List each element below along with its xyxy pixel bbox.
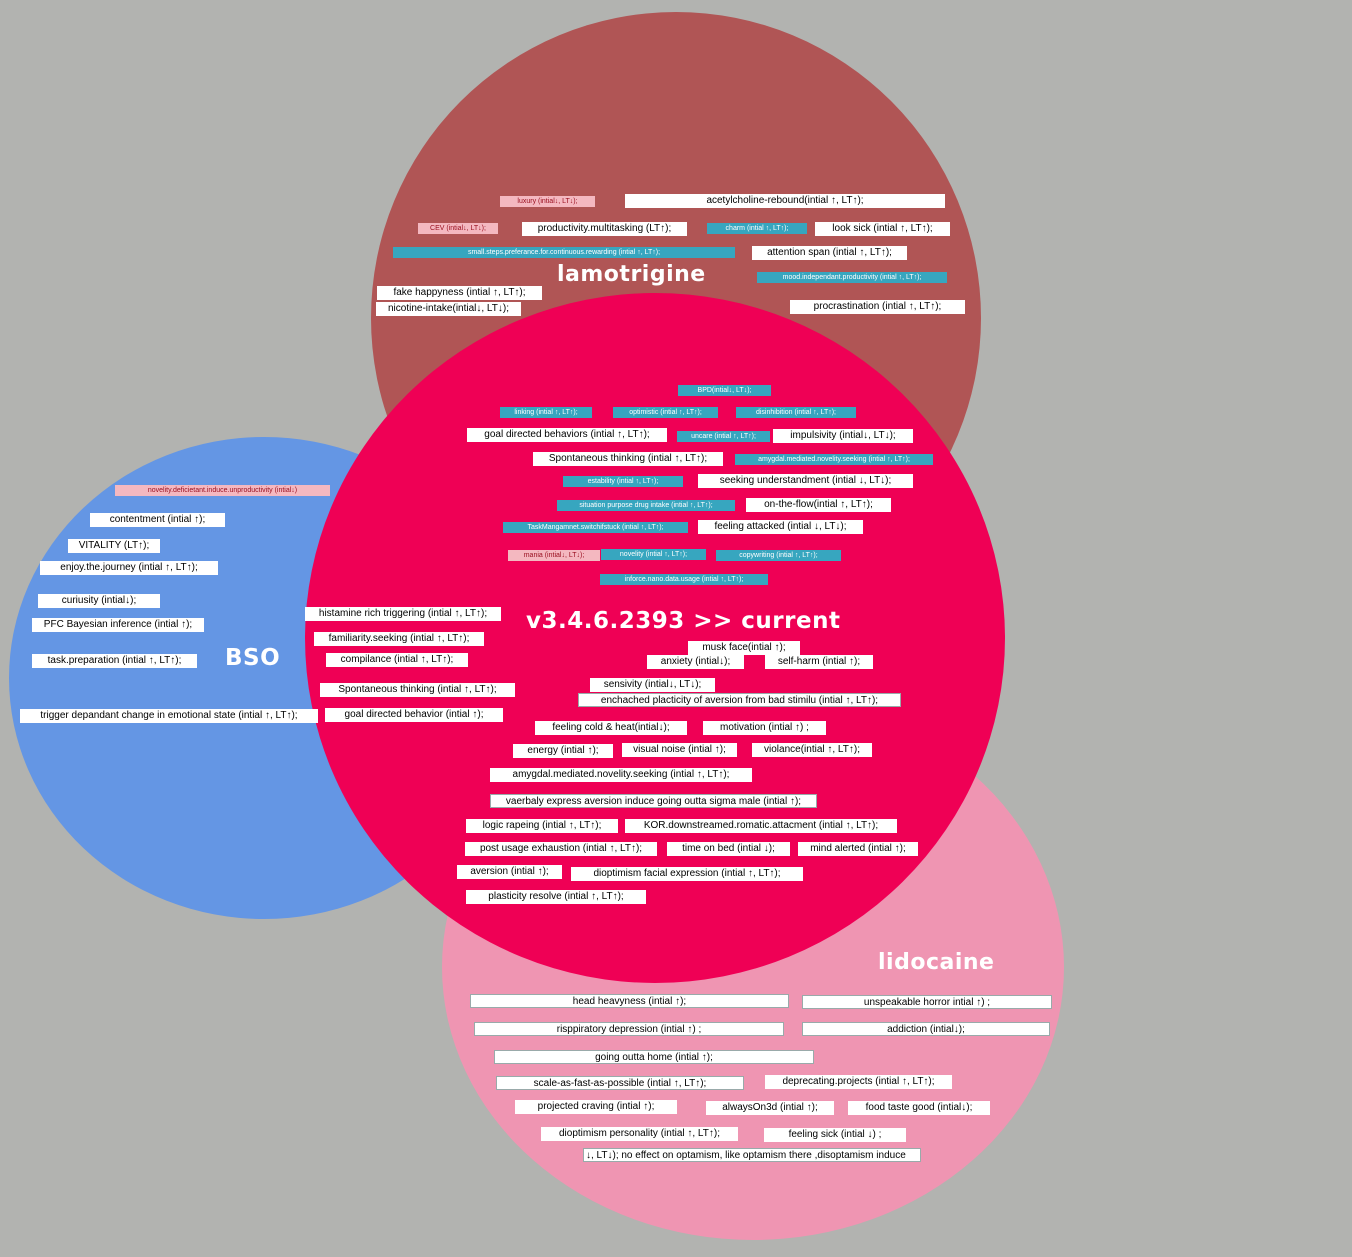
current-disinhibition-label: disinhibition (intial ↑, LT↑); — [736, 407, 856, 418]
current-goal-directed-label: goal directed behaviors (intial ↑, LT↑); — [467, 428, 667, 442]
current-familiarity-label: familiarity.seeking (intial ↑, LT↑); — [314, 632, 484, 646]
current-time-on-bed-label: time on bed (intial ↓); — [667, 842, 790, 856]
current-aversion-label: aversion (intial ↑); — [457, 865, 562, 879]
lidocaine-unspeakable-label: unspeakable horror intial ↑) ; — [802, 995, 1052, 1009]
current-situation-label: situation purpose drug intake (intial ↑,… — [557, 500, 735, 511]
current-mind-alerted-label: mind alerted (intial ↑); — [798, 842, 918, 856]
current-feeling-attacked-label: feeling attacked (intial ↓, LT↓); — [698, 520, 863, 534]
current-compilance-label: compilance (intial ↑, LT↑); — [326, 653, 468, 667]
current-post-usage-label: post usage exhaustion (intial ↑, LT↑); — [465, 842, 657, 856]
current-violance-label: violance(intial ↑, LT↑); — [752, 743, 872, 757]
current-copywriting-label: copywriting (intial ↑, LT↑); — [716, 550, 841, 561]
current-optimistic-label: optimistic (intial ↑, LT↑); — [613, 407, 718, 418]
lamotrigine-look-sick-label: look sick (intial ↑, LT↑); — [815, 222, 950, 236]
current-anxiety-label: anxiety (intial↓); — [647, 655, 744, 669]
current-goal-directed-behavior-label: goal directed behavior (intial ↑); — [325, 708, 503, 722]
bso-contentment-label: contentment (intial ↑); — [90, 513, 225, 527]
current-seeking-understandment-label: seeking understandment (intial ↓, LT↓); — [698, 474, 913, 488]
lamotrigine-small-steps-label: small.steps.preferance.for.continuous.re… — [393, 247, 735, 258]
current-spontaneous-top-label: Spontaneous thinking (intial ↑, LT↑); — [533, 452, 723, 466]
lamotrigine-attention-label: attention span (intial ↑, LT↑); — [752, 246, 907, 260]
lidocaine-rispiratory-label: risppiratory depression (intial ↑) ; — [474, 1022, 784, 1036]
current-plasticity-label: plasticity resolve (intial ↑, LT↑); — [466, 890, 646, 904]
bso-vitality-label: VITALITY (LT↑); — [68, 539, 160, 553]
lamotrigine-charm-label: charm (intial ↑, LT↑); — [707, 223, 807, 234]
lidocaine-dioptimism-personality-label: dioptimism personality (intial ↑, LT↑); — [541, 1127, 738, 1141]
bso-curiusity-label: curiusity (intial↓); — [38, 594, 160, 608]
bso-task-label: task.preparation (intial ↑, LT↑); — [32, 654, 197, 668]
bso-enjoy-label: enjoy.the.journey (intial ↑, LT↑); — [40, 561, 218, 575]
current-linking-label: linking (intial ↑, LT↑); — [500, 407, 592, 418]
current-title: v3.4.6.2393 >> current — [526, 608, 841, 634]
lamotrigine-nicotine-label: nicotine-intake(intial↓, LT↓); — [376, 302, 521, 316]
lamotrigine-acetylcholine-label: acetylcholine-rebound(intial ↑, LT↑); — [625, 194, 945, 208]
current-mania-label: mania (intial↓, LT↓); — [508, 550, 600, 561]
lidocaine-always-on-label: alwaysOn3d (intial ↑); — [706, 1101, 834, 1115]
current-uncare-label: uncare (intial ↑, LT↑); — [677, 431, 770, 442]
lidocaine-deprecating-label: deprecating.projects (intial ↑, LT↑); — [765, 1075, 952, 1089]
current-impulsivity-label: impulsivity (intial↓, LT↓); — [773, 429, 913, 443]
lidocaine-addiction-label: addiction (intial↓); — [802, 1022, 1050, 1036]
current-spontaneous-mid-label: Spontaneous thinking (intial ↑, LT↑); — [320, 683, 515, 697]
lidocaine-projected-craving-label: projected craving (intial ↑); — [515, 1100, 677, 1114]
current-musk-face-label: musk face(intial ↑); — [688, 641, 800, 655]
lidocaine-feeling-sick-label: feeling sick (intial ↓) ; — [764, 1128, 906, 1142]
current-sensivity-label: sensivity (intial↓, LT↓); — [590, 678, 715, 692]
current-kor-label: KOR.downstreamed.romatic.attacment (inti… — [625, 819, 897, 833]
lidocaine-head-label: head heavyness (intial ↑); — [470, 994, 789, 1008]
lidocaine-scale-label: scale-as-fast-as-possible (intial ↑, LT↑… — [496, 1076, 744, 1090]
bso-trigger-label: trigger depandant change in emotional st… — [20, 709, 318, 723]
bso-pfc-label: PFC Bayesian inference (intial ↑); — [32, 618, 204, 632]
lamotrigine-mood-label: mood.independant.productivity (intial ↑,… — [757, 272, 947, 283]
lamotrigine-productivity-label: productivity.multitasking (LT↑); — [522, 222, 687, 236]
current-bpd-label: BPD(intial↓, LT↓); — [678, 385, 771, 396]
lamotrigine-luxury-label: luxury (intial↓, LT↓); — [500, 196, 595, 207]
current-inforce-label: inforce.nano.data.usage (intial ↑, LT↑); — [600, 574, 768, 585]
lidocaine-going-outta-home-label: going outta home (intial ↑); — [494, 1050, 814, 1064]
lamotrigine-fake-happyness-label: fake happyness (intial ↑, LT↑); — [377, 286, 542, 300]
current-self-harm-label: self-harm (intial ↑); — [765, 655, 873, 669]
current-novelty-label: novelity (intial ↑, LT↑); — [601, 549, 706, 560]
current-histamine-label: histamine rich triggering (intial ↑, LT↑… — [305, 607, 501, 621]
lamotrigine-title: lamotrigine — [557, 262, 706, 287]
lidocaine-optamism-label: ↓, LT↓); no effect on optamism, like opt… — [583, 1148, 921, 1162]
current-visual-noise-label: visual noise (intial ↑); — [622, 743, 737, 757]
current-amygdal-mid-label: amygdal.mediated.novelity.seeking (intia… — [490, 768, 752, 782]
current-motivation-label: motivation (intial ↑) ; — [703, 721, 826, 735]
current-logic-label: logic rapeing (intial ↑, LT↑); — [466, 819, 618, 833]
lamotrigine-procrastination-label: procrastination (intial ↑, LT↑); — [790, 300, 965, 314]
current-on-the-flow-label: on-the-flow(intial ↑, LT↑); — [746, 498, 891, 512]
current-task-management-label: TaskMangamnet.switchifstuck (intial ↑, L… — [503, 522, 688, 533]
current-amygdal-top-label: amygdal.mediated.novelity.seeking (intia… — [735, 454, 933, 465]
current-enchached-label: enchached placticity of aversion from ba… — [578, 693, 901, 707]
bso-novelity-label: novelity.deficietant.induce.unproductivi… — [115, 485, 330, 496]
lidocaine-title: lidocaine — [878, 950, 995, 975]
lidocaine-food-taste-label: food taste good (intial↓); — [848, 1101, 990, 1115]
lamotrigine-cev-label: CEV (intial↓, LT↓); — [418, 223, 498, 234]
current-vaerbaly-label: vaerbaly express aversion induce going o… — [490, 794, 817, 808]
current-feeling-cold-label: feeling cold & heat(intial↓); — [535, 721, 687, 735]
current-estability-label: estability (intial ↑, LT↑); — [563, 476, 683, 487]
current-energy-label: energy (intial ↑); — [513, 744, 613, 758]
bso-title: BSO — [225, 645, 281, 671]
current-dioptimism-facial-label: dioptimism facial expression (intial ↑, … — [571, 867, 803, 881]
